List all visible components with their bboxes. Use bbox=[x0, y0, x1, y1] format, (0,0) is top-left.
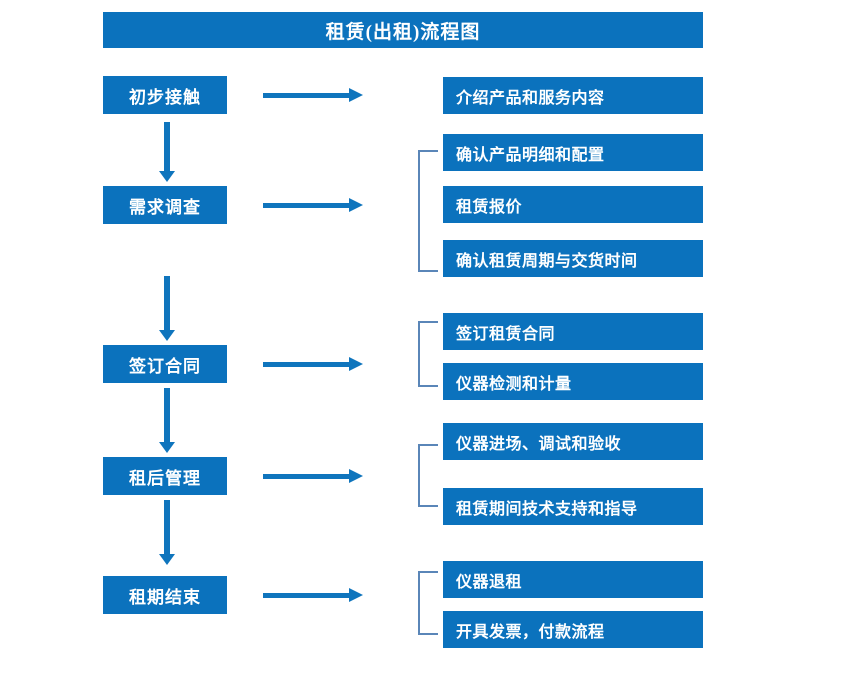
arrow-right-stage-3-icon bbox=[263, 357, 363, 371]
group-bracket-sign-contract bbox=[418, 321, 438, 387]
arrow-head bbox=[159, 330, 175, 341]
arrow-right-stage-4-icon bbox=[263, 469, 363, 483]
stage-box-sign-contract[interactable]: 签订合同 bbox=[103, 345, 227, 383]
arrow-shaft bbox=[263, 474, 351, 479]
detail-box-confirm-product-spec[interactable]: 确认产品明细和配置 bbox=[443, 134, 703, 171]
arrow-shaft bbox=[263, 203, 351, 208]
stage-box-demand-survey[interactable]: 需求调查 bbox=[103, 186, 227, 224]
detail-box-rental-quote[interactable]: 租赁报价 bbox=[443, 186, 703, 223]
arrow-down-stage-4-to-5-icon bbox=[159, 500, 175, 565]
arrow-head bbox=[349, 198, 363, 212]
arrow-right-stage-5-icon bbox=[263, 588, 363, 602]
arrow-right-stage-2-icon bbox=[263, 198, 363, 212]
detail-box-instrument-return[interactable]: 仪器退租 bbox=[443, 561, 703, 598]
arrow-shaft bbox=[164, 500, 170, 554]
arrow-down-stage-2-to-3-icon bbox=[159, 276, 175, 341]
detail-box-invoice-payment[interactable]: 开具发票，付款流程 bbox=[443, 611, 703, 648]
arrow-shaft bbox=[164, 276, 170, 330]
arrow-head bbox=[349, 588, 363, 602]
stage-box-post-rental-management[interactable]: 租后管理 bbox=[103, 457, 227, 495]
group-bracket-rental-end bbox=[418, 571, 438, 635]
detail-box-intro-products[interactable]: 介绍产品和服务内容 bbox=[443, 77, 703, 114]
arrow-shaft bbox=[263, 593, 351, 598]
stage-box-rental-end[interactable]: 租期结束 bbox=[103, 576, 227, 614]
arrow-head bbox=[159, 171, 175, 182]
arrow-shaft bbox=[263, 362, 351, 367]
arrow-down-stage-3-to-4-icon bbox=[159, 388, 175, 453]
detail-box-instrument-inspection[interactable]: 仪器检测和计量 bbox=[443, 363, 703, 400]
arrow-head bbox=[159, 554, 175, 565]
arrow-down-stage-1-to-2-icon bbox=[159, 122, 175, 182]
stage-box-initial-contact[interactable]: 初步接触 bbox=[103, 76, 227, 114]
arrow-head bbox=[349, 357, 363, 371]
arrow-head bbox=[159, 442, 175, 453]
arrow-head bbox=[349, 88, 363, 102]
detail-box-confirm-period-delivery[interactable]: 确认租赁周期与交货时间 bbox=[443, 240, 703, 277]
group-bracket-post-rental-management bbox=[418, 444, 438, 507]
detail-box-technical-support[interactable]: 租赁期间技术支持和指导 bbox=[443, 488, 703, 525]
arrow-right-stage-1-icon bbox=[263, 88, 363, 102]
detail-box-instrument-arrival-acceptance[interactable]: 仪器进场、调试和验收 bbox=[443, 423, 703, 460]
arrow-shaft bbox=[164, 122, 170, 171]
group-bracket-demand-survey bbox=[418, 150, 438, 272]
arrow-head bbox=[349, 469, 363, 483]
arrow-shaft bbox=[263, 93, 351, 98]
diagram-title: 租赁(出租)流程图 bbox=[103, 12, 703, 48]
detail-box-sign-rental-contract[interactable]: 签订租赁合同 bbox=[443, 313, 703, 350]
arrow-shaft bbox=[164, 388, 170, 442]
